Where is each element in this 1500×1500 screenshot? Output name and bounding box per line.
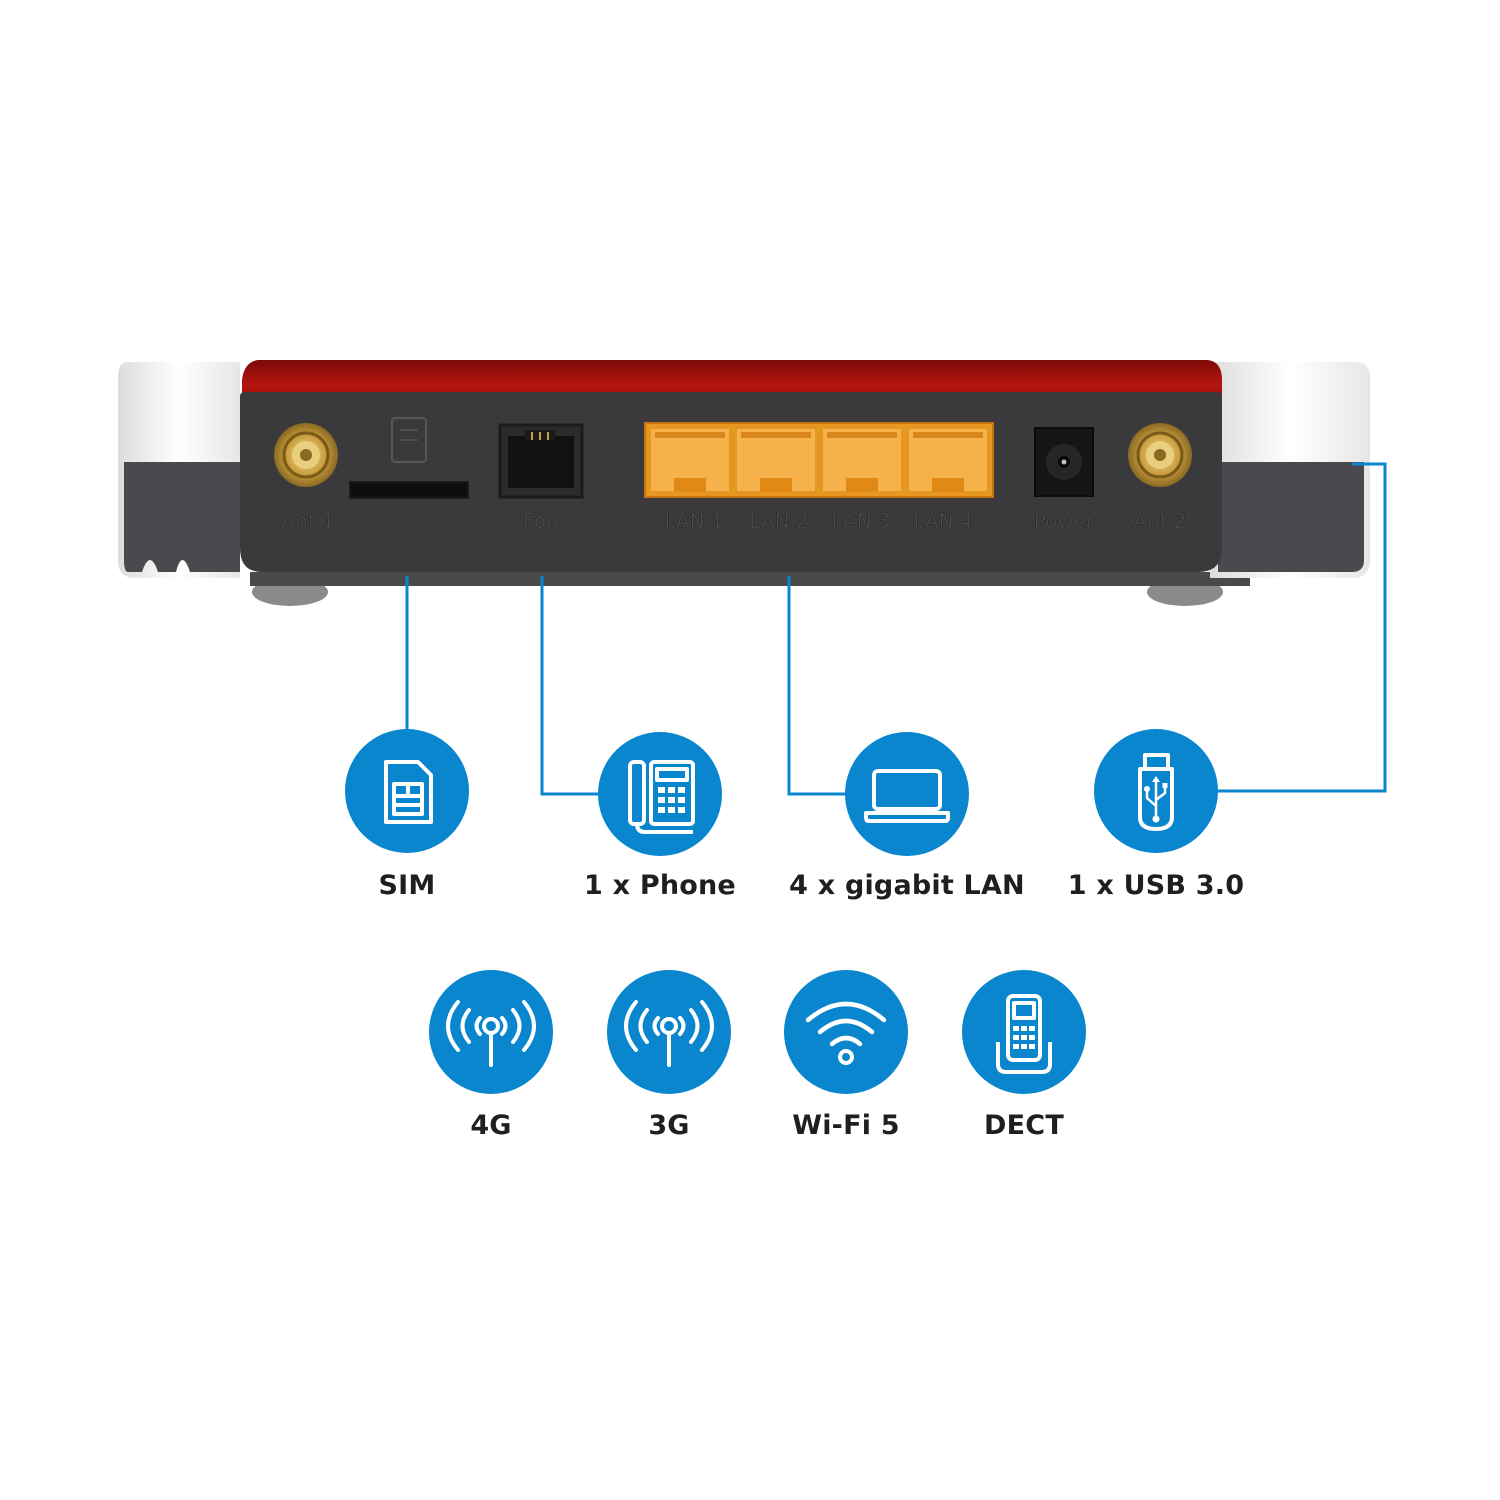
feature-dect [962, 970, 1086, 1094]
phone-port-icon [498, 423, 584, 499]
router-feet [250, 572, 1250, 606]
power-jack-icon [1034, 427, 1094, 497]
connector-line-usb [1218, 462, 1387, 793]
sim-slot-icon [349, 417, 469, 499]
port-label-lan1: LAN 1 [664, 509, 723, 533]
dect-keypad [1013, 1026, 1035, 1049]
wifi-icon [805, 1001, 887, 1047]
antenna-signal-icon-4g [446, 1000, 536, 1067]
port-label-fon: Fon [523, 509, 559, 533]
port-label-ant2: Ant 2 [1133, 509, 1186, 533]
desk-phone-keypad [658, 787, 685, 813]
right-end-cap [1210, 362, 1370, 578]
port-label-lan3: LAN 3 [831, 509, 890, 533]
feature-label-phone: 1 x Phone [584, 870, 736, 901]
port-label-lan2: LAN 2 [749, 509, 808, 533]
usb-trident [1145, 780, 1167, 818]
feature-usb [1094, 729, 1218, 853]
feature-label-sim: SIM [378, 870, 436, 901]
connector-lines [405, 462, 1387, 796]
feature-sim [345, 729, 469, 853]
connector-line-phone [540, 576, 598, 796]
feature-3g [607, 970, 731, 1094]
port-label-power: Power [1034, 509, 1095, 533]
port-label-lan4: LAN 4 [913, 509, 972, 533]
port-label-ant1: Ant 1 [281, 509, 334, 533]
sim-card-icon [384, 760, 433, 824]
feature-label-4g: 4G [470, 1110, 512, 1141]
left-end-cap [118, 362, 240, 578]
feature-label-3g: 3G [648, 1110, 690, 1141]
feature-label-lan: 4 x gigabit LAN [789, 870, 1025, 901]
desk-phone-icon [628, 760, 695, 834]
feature-4g [429, 970, 553, 1094]
usb-stick-icon [1138, 753, 1174, 831]
dect-handset-icon [996, 994, 1052, 1074]
antenna-connector-1-icon [274, 423, 338, 487]
feature-lan [845, 732, 969, 856]
feature-phone [598, 732, 722, 856]
laptop-icon [864, 769, 950, 823]
antenna-signal-icon-3g [624, 1000, 714, 1067]
feature-label-dect: DECT [984, 1110, 1064, 1141]
feature-wifi [784, 970, 908, 1094]
connector-line-lan [787, 576, 846, 796]
lan-ports-block [644, 422, 994, 498]
feature-label-wifi: Wi-Fi 5 [792, 1110, 900, 1141]
feature-label-usb: 1 x USB 3.0 [1067, 870, 1245, 901]
antenna-connector-2-icon [1128, 423, 1192, 487]
